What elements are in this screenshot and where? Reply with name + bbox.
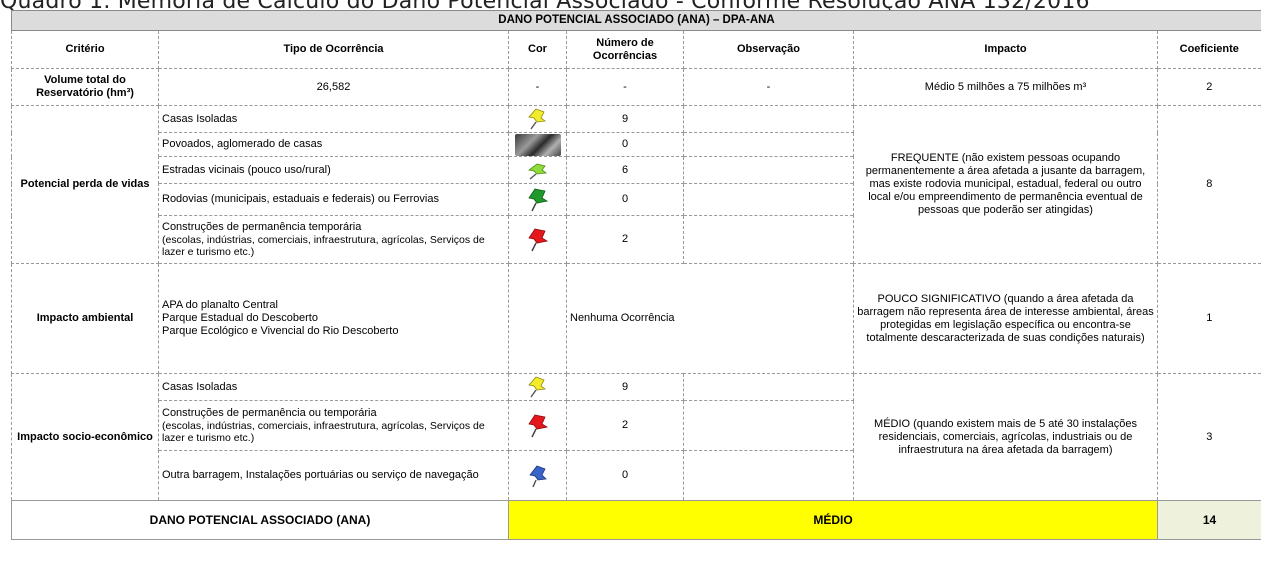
ambiental-tipo: APA do planalto Central Parque Estadual … [158,263,509,374]
total-label: DANO POTENCIAL ASSOCIADO (ANA) [11,500,509,540]
ambiental-impacto: POUCO SIGNIFICATIVO (quando a área afeta… [853,263,1158,374]
vidas-cor [508,105,567,133]
socio-tipo-main: Construções de permanência ou temporária [162,407,377,419]
header-coeficiente: Coeficiente [1156,30,1261,69]
vidas-tipo: Construções de permanência temporária (e… [158,215,509,264]
total-coeficiente: 14 [1156,500,1261,540]
vidas-numero: 2 [566,215,684,264]
socio-cor [508,373,567,401]
ambiental-observacao: Nenhuma Ocorrência [566,263,854,374]
ambiental-criterio: Impacto ambiental [11,263,159,374]
vidas-numero: 9 [566,105,684,133]
vidas-cor [508,156,567,184]
vidas-row: Estradas vicinais (pouco uso/rural) 6 [12,156,1261,184]
header-impacto: Impacto [853,30,1158,69]
volume-numero: - [566,68,684,106]
red-pin-icon [527,228,548,251]
socio-tipo: Casas Isoladas [158,373,509,401]
socio-impacto: MÉDIO (quando existem mais de 5 até 30 i… [853,373,1158,501]
vidas-observacao [683,183,854,216]
table-banner: DANO POTENCIAL ASSOCIADO (ANA) – DPA-ANA [10,10,1261,31]
ambiental-tipo-line: Parque Estadual do Descoberto [162,312,318,324]
vidas-numero: 0 [566,132,684,157]
yellow-pin-icon [527,108,546,130]
socio-observacao [683,400,854,451]
vidas-numero: 6 [566,156,684,184]
volume-criterio: Volume total do Reservatório (hm³) [11,68,159,106]
socio-tipo: Construções de permanência ou temporária… [158,400,509,451]
socio-criterio: Impacto socio-econômico [11,373,159,501]
header-numero: Número de Ocorrências [566,30,684,69]
yellow-pin-icon [527,376,546,398]
header-row: Critério Tipo de Ocorrência Cor Número d… [11,30,1261,69]
vidas-tipo-detail: (escolas, indústrias, comerciais, infrae… [162,234,485,258]
ambiental-row: Impacto ambiental APA do planalto Centra… [11,263,1261,374]
volume-observacao: - [683,68,854,106]
socio-observacao [683,373,854,401]
vidas-numero: 0 [566,183,684,216]
vidas-observacao [683,132,854,157]
ambiental-tipo-line: Parque Ecológico e Vivencial do Rio Desc… [162,325,399,337]
vidas-impacto: FREQUENTE (não existem pessoas ocupando … [853,105,1158,264]
vidas-row: Rodovias (municipais, estaduais e federa… [12,183,1261,216]
vidas-tipo: Povoados, aglomerado de casas [158,132,509,157]
vidas-row: Construções de permanência temporária (e… [12,215,1261,264]
vidas-row: Potencial perda de vidas Casas Isoladas … [11,105,1261,264]
vidas-observacao [683,105,854,133]
header-observacao: Observação [683,30,854,69]
vidas-cor [508,183,567,216]
socio-numero: 0 [566,450,684,501]
vidas-tipo: Estradas vicinais (pouco uso/rural) [158,156,509,184]
red-pin-icon [527,414,548,437]
ambiental-tipo-line: APA do planalto Central [162,299,278,311]
socio-tipo-detail: (escolas, indústrias, comerciais, infrae… [162,420,485,444]
socio-row: Impacto socio-econômico Casas Isoladas 9… [11,373,1261,501]
volume-tipo: 26,582 [158,68,509,106]
vidas-cor [508,215,567,264]
socio-row: Outra barragem, Instalações portuárias o… [12,450,1261,501]
vidas-row: Povoados, aglomerado de casas 0 [12,132,1261,157]
volume-cor: - [508,68,567,106]
header-criterio: Critério [11,30,159,69]
vidas-tipo: Casas Isoladas [158,105,509,133]
header-tipo: Tipo de Ocorrência [158,30,509,69]
socio-numero: 2 [566,400,684,451]
volume-row: Volume total do Reservatório (hm³) 26,58… [11,68,1261,106]
socio-coeficiente: 3 [1156,373,1261,501]
table-caption: Quadro 1. Memória de Cálculo do Dano Pot… [0,0,1090,13]
socio-cor [508,450,567,501]
volume-impacto: Médio 5 milhões a 75 milhões m³ [853,68,1158,106]
socio-cor [508,400,567,451]
ambiental-cor [508,263,567,374]
vidas-tipo-main: Construções de permanência temporária [162,221,362,233]
road-photo-icon [514,133,561,156]
vidas-tipo: Rodovias (municipais, estaduais e federa… [158,183,509,216]
total-row: DANO POTENCIAL ASSOCIADO (ANA) MÉDIO 14 [11,500,1261,540]
ambiental-coeficiente: 1 [1156,263,1261,374]
socio-numero: 9 [566,373,684,401]
socio-tipo: Outra barragem, Instalações portuárias o… [158,450,509,501]
green-pin-icon [527,188,548,211]
dpa-table: DANO POTENCIAL ASSOCIADO (ANA) – DPA-ANA… [10,10,1261,540]
lightgreen-pin-icon [527,163,547,180]
vidas-coeficiente: 8 [1156,105,1261,264]
volume-coeficiente: 2 [1156,68,1261,106]
vidas-cor [508,132,567,157]
socio-observacao [683,450,854,501]
header-cor: Cor [508,30,567,69]
blue-pin-icon [528,465,547,487]
total-result: MÉDIO [508,500,1158,540]
vidas-observacao [683,215,854,264]
vidas-observacao [683,156,854,184]
banner-row: DANO POTENCIAL ASSOCIADO (ANA) – DPA-ANA [10,10,1261,31]
vidas-criterio: Potencial perda de vidas [11,105,159,264]
